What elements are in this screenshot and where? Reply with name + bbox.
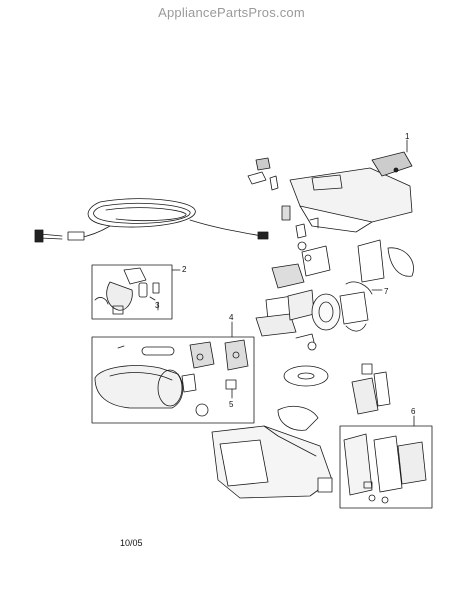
- callout-5: 5: [229, 400, 234, 409]
- filter-discs: [277, 365, 329, 431]
- callout-2: 2: [182, 265, 187, 274]
- assembly-box-6: [339, 415, 433, 509]
- lower-housing: [211, 425, 333, 499]
- filter-cone: [357, 239, 414, 283]
- motor-assembly: [255, 245, 383, 351]
- assembly-box-2: [91, 264, 181, 320]
- callout-6: 6: [411, 407, 416, 416]
- callout-4: 4: [229, 313, 234, 322]
- assembly-box-4: [91, 321, 255, 424]
- callout-1: 1: [405, 132, 410, 141]
- watermark-text: AppliancePartsPros.com: [158, 5, 305, 20]
- trigger-parts: [247, 157, 319, 262]
- date-code: 10/05: [120, 538, 143, 548]
- callout-3: 3: [155, 301, 160, 310]
- upper-housing: [289, 139, 413, 233]
- power-cord-coil: [34, 198, 269, 243]
- callout-7: 7: [384, 287, 389, 296]
- side-bracket: [351, 363, 391, 415]
